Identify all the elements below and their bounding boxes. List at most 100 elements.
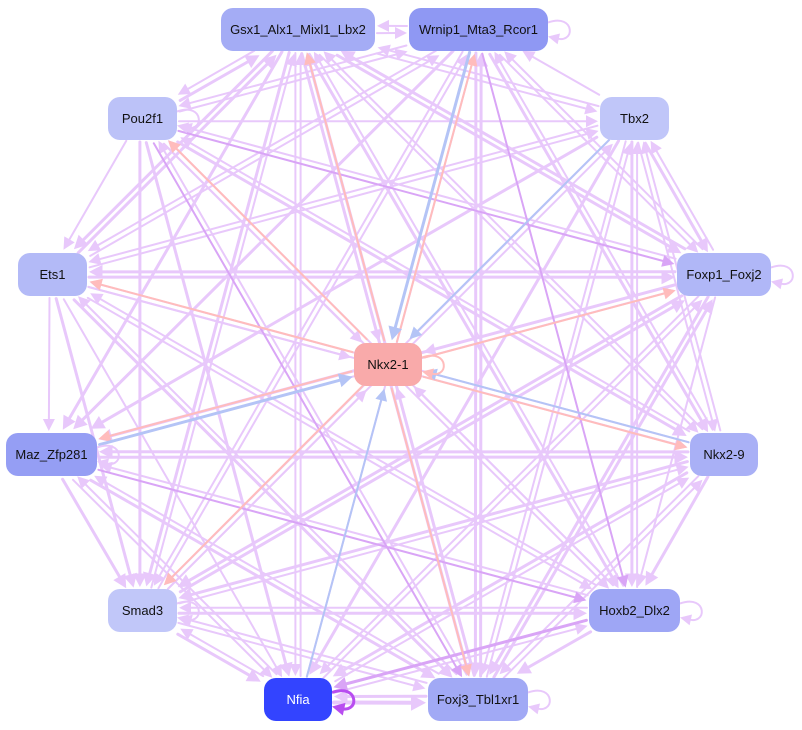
node-tbx2[interactable]: Tbx2 [600, 97, 669, 140]
edge-pou2f1-to-foxj3 [152, 142, 459, 670]
self-loop-arrowhead-pou2f1 [177, 122, 189, 134]
arrowhead-nfia-to-foxp1 [689, 299, 703, 313]
edge-pou2f1-to-gsx1 [178, 59, 252, 102]
arrowhead-maz-to-foxj3 [420, 665, 436, 679]
node-maz[interactable]: Maz_Zfp281 [6, 433, 97, 476]
edge-wrnip1-to-nkx29 [488, 52, 705, 425]
arrowhead-hoxb2-to-tbx2 [631, 142, 644, 154]
node-nkx29[interactable]: Nkx2-9 [690, 433, 758, 476]
edge-hoxb2-to-foxj3 [524, 630, 593, 670]
arrowhead-smad3-to-foxj3 [412, 679, 426, 692]
arrowhead-nkx29-to-maz [99, 444, 113, 459]
arrowhead-ets1-to-smad3 [123, 572, 137, 588]
edge-tbx2-to-nfia [313, 139, 621, 667]
arrowhead-tbx2-to-hoxb2 [624, 573, 639, 587]
edge-hoxb2-to-maz [107, 466, 589, 597]
arrowhead-hoxb2-to-foxj3 [516, 661, 532, 674]
edge-foxj3-to-wrnip1 [479, 62, 483, 678]
arrowhead-nkx21-to-pou2f1 [168, 140, 181, 153]
arrowhead-nkx21-to-nkx29 [674, 438, 688, 451]
edge-foxp1-to-gsx1 [348, 54, 687, 251]
arrowhead-wrnip1-to-foxp1 [685, 240, 699, 253]
edge-wrnip1-to-hoxb2 [481, 52, 625, 580]
node-foxj3-label: Foxj3_Tbl1xr1 [436, 692, 520, 707]
self-loop-hoxb2 [679, 600, 703, 621]
arrowhead-maz-to-smad3 [113, 573, 127, 589]
edge-ets1-to-gsx1 [76, 60, 271, 255]
edge-pou2f1-to-ets1 [67, 139, 128, 243]
edge-pou2f1-to-foxp1 [177, 129, 667, 263]
arrowhead-gsx1-to-wrnip1 [395, 27, 407, 39]
arrowhead-foxj3-to-pou2f1 [158, 140, 170, 155]
edge-ets1-to-hoxb2 [86, 296, 585, 586]
arrowhead-nfia-to-smad3 [180, 628, 194, 640]
arrowhead-tbx2-to-nfia [309, 659, 323, 675]
self-loop-arrowhead-wrnip1 [548, 33, 560, 45]
edge-wrnip1-to-foxp1 [498, 53, 693, 247]
arrowhead-maz-to-nkx21 [337, 373, 353, 388]
edge-nkx21-to-foxp1 [423, 291, 668, 359]
edge-ets1-to-nkx21 [87, 286, 344, 356]
arrowhead-nkx21-to-gsx1 [304, 52, 316, 66]
arrowhead-hoxb2-to-nfia [333, 677, 349, 691]
edge-nkx21-to-gsx1 [308, 60, 386, 342]
arrowhead-ets1-to-foxp1 [661, 270, 675, 285]
edge-nkx29-to-foxj3 [505, 475, 700, 669]
edge-nkx21-to-maz [106, 370, 353, 438]
node-hoxb2[interactable]: Hoxb2_Dlx2 [589, 589, 680, 632]
self-loop-arrowhead-nkx21 [422, 368, 434, 380]
arrowhead-wrnip1-to-nkx21 [388, 325, 402, 341]
node-foxp1[interactable]: Foxp1_Foxj2 [677, 253, 771, 296]
arrowhead-smad3-to-wrnip1 [456, 54, 468, 68]
arrowhead-tbx2-to-nkx21 [409, 326, 423, 340]
arrowhead-foxp1-to-tbx2 [650, 140, 662, 155]
arrowhead-hoxb2-to-gsx1 [313, 51, 326, 66]
node-ets1[interactable]: Ets1 [18, 253, 87, 296]
edge-nkx29-to-nkx21 [432, 372, 690, 444]
edge-tbx2-to-gsx1 [385, 48, 600, 108]
arrowhead-gsx1-to-pou2f1 [177, 83, 192, 95]
edge-maz-to-hoxb2 [97, 468, 579, 599]
arrowhead-pou2f1-to-nkx21 [349, 330, 363, 343]
edge-nkx21-to-nkx29 [422, 375, 680, 447]
edge-tbx2-to-nkx29 [637, 141, 714, 424]
node-smad3[interactable]: Smad3 [108, 589, 177, 632]
edge-foxp1-to-tbx2 [654, 148, 715, 251]
node-pou2f1[interactable]: Pou2f1 [108, 97, 177, 140]
arrowhead-wrnip1-to-nkx29 [695, 417, 709, 433]
edge-foxj3-to-tbx2 [485, 150, 630, 678]
edge-nfia-to-maz [83, 482, 278, 676]
edge-smad3-to-nfia [176, 632, 253, 678]
edge-tbx2-to-nkx21 [415, 139, 610, 334]
edge-smad3-to-gsx1 [150, 61, 293, 589]
arrowhead-nkx29-to-hoxb2 [645, 570, 659, 586]
arrowhead-wrnip1-to-hoxb2 [616, 574, 629, 588]
arrowhead-nkx29-to-smad3 [178, 587, 194, 602]
arrowhead-nkx29-to-gsx1 [323, 51, 337, 64]
arrowhead-foxj3-to-maz [94, 475, 108, 487]
edge-tbx2-to-wrnip1 [529, 54, 601, 96]
self-loop-arrowhead-maz [97, 458, 109, 470]
arrowhead-nfia-to-hoxb2 [574, 623, 588, 635]
arrowhead-foxj3-to-tbx2 [621, 142, 634, 156]
node-gsx1[interactable]: Gsx1_Alx1_Mixl1_Lbx2 [221, 8, 375, 51]
arrowhead-nkx29-to-tbx2 [640, 141, 653, 155]
arrowhead-pou2f1-to-foxj3 [451, 663, 463, 678]
arrowhead-pou2f1-to-hoxb2 [596, 576, 610, 589]
node-nkx21[interactable]: Nkx2-1 [354, 343, 422, 386]
edge-smad3-to-nkx21 [167, 395, 361, 590]
arrowhead-ets1-to-nkx21 [338, 348, 352, 361]
node-wrnip1[interactable]: Wrnip1_Mta3_Rcor1 [409, 8, 548, 51]
edge-nkx29-to-gsx1 [329, 57, 704, 431]
arrowhead-nkx29-to-foxj3 [499, 661, 513, 675]
edge-nkx21-to-smad3 [169, 385, 364, 580]
arrowhead-nkx21-to-foxj3 [460, 663, 472, 677]
self-loop-foxp1 [770, 264, 794, 285]
arrowhead-gsx1-to-nkx21 [370, 328, 382, 342]
node-foxj3[interactable]: Foxj3_Tbl1xr1 [428, 678, 528, 721]
arrowhead-gsx1-to-smad3 [143, 571, 157, 587]
arrowhead-gsx1-to-ets1 [73, 234, 89, 250]
arrowhead-maz-to-nfia [259, 665, 273, 678]
node-nfia[interactable]: Nfia [264, 678, 332, 721]
